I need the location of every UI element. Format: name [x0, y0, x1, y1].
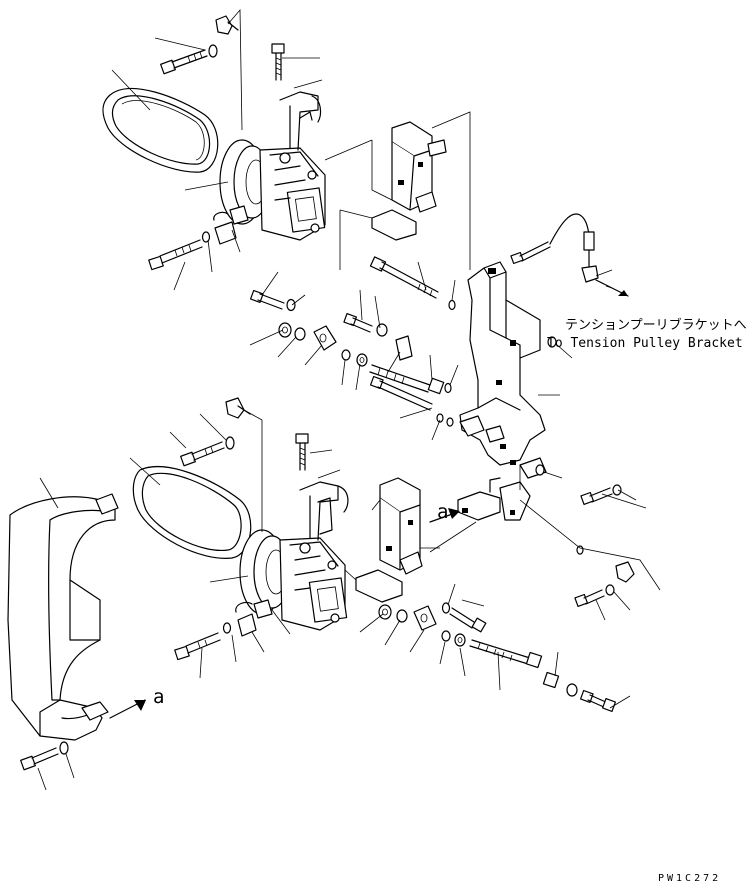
- figure-code: PW1C272: [658, 873, 721, 884]
- upper-leader-lines: [111, 8, 613, 479]
- upper-long-bolt-right: [369, 256, 456, 311]
- upper-compressor-hose-bracket: [279, 91, 322, 151]
- upper-drive-belt: [102, 87, 219, 173]
- lower-drive-belt: [132, 466, 252, 559]
- lower-assembly: [7, 397, 661, 791]
- lower-bolt-top-left: [180, 436, 235, 467]
- lower-mounting-bracket: [355, 477, 423, 603]
- lower-fastener-group: [378, 484, 635, 713]
- upper-compressor-body: [259, 147, 326, 241]
- upper-bolt-top-left: [160, 44, 218, 75]
- lower-leader-lines: [37, 409, 661, 791]
- upper-small-clip: [215, 15, 239, 35]
- lower-l-bracket: [457, 477, 531, 521]
- main-engine-bracket: [459, 261, 557, 479]
- view-a-label-upper: a: [437, 501, 448, 523]
- lower-small-clip: [225, 397, 251, 419]
- tension-bracket-label-en: To Tension Pulley Bracket: [547, 336, 743, 351]
- view-a-label-lower: a: [153, 686, 164, 708]
- sensor-cable-assembly: [510, 213, 629, 297]
- lower-base-brackets: [235, 599, 273, 637]
- guard-mount-bolt: [20, 741, 69, 771]
- belt-guard-cover: [7, 493, 119, 741]
- upper-assembly: [102, 8, 629, 479]
- lower-stud-bolt: [295, 433, 309, 471]
- upper-base-brackets: [213, 205, 249, 245]
- upper-bolt-lower-left: [148, 231, 211, 271]
- lower-bolt-lower-left: [174, 622, 232, 661]
- upper-stud-bolt: [271, 43, 285, 81]
- upper-mounting-bracket: [371, 121, 447, 241]
- upper-fastener-group: [249, 289, 454, 427]
- lower-compressor-body: [279, 537, 348, 631]
- lower-compressor-hose-bracket: [299, 481, 349, 541]
- tension-bracket-label-jp: テンションプーリブラケットへ: [565, 317, 747, 333]
- view-a-arrows: [109, 508, 460, 719]
